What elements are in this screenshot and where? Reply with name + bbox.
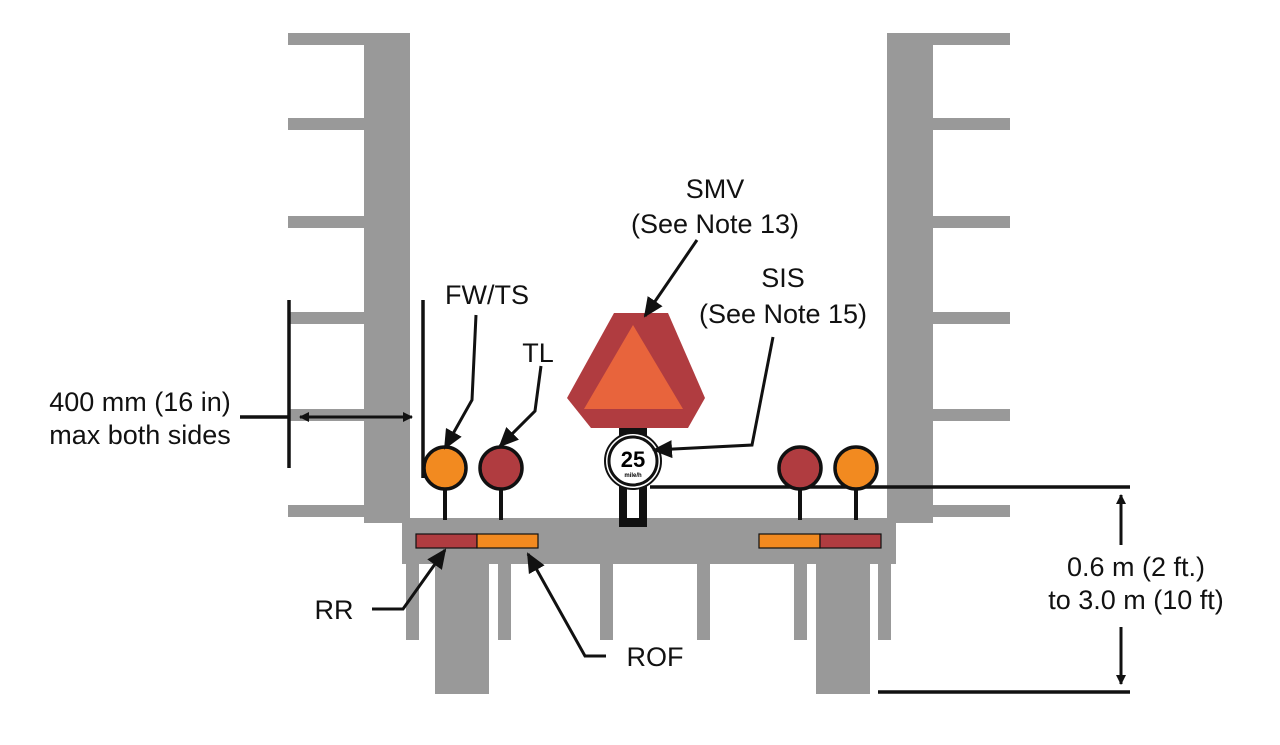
smv-note-label: (See Note 13) xyxy=(631,209,799,239)
rof-label: ROF xyxy=(627,642,684,672)
left-tower-arm xyxy=(288,409,368,421)
smv-label: SMV xyxy=(686,174,745,204)
sis-leader-arrow xyxy=(652,336,775,459)
lamp-stems xyxy=(443,488,858,520)
left-tower xyxy=(288,33,410,523)
tl-label: TL xyxy=(522,338,554,368)
sis-note-label: (See Note 15) xyxy=(699,299,867,329)
left-rr-reflector xyxy=(415,533,478,549)
leader-arrows xyxy=(372,239,775,658)
tine xyxy=(878,562,891,640)
right-tower-arm xyxy=(930,118,1010,130)
right-tower-arm xyxy=(930,33,1010,45)
left-wheel-leg xyxy=(435,562,489,694)
fw-ts-label: FW/TS xyxy=(445,280,529,310)
speed-identification-sign: 25 mile/h xyxy=(604,432,662,490)
left-tower-arm xyxy=(288,312,368,324)
right-tl-lamp xyxy=(777,445,823,491)
legs xyxy=(406,562,891,694)
width-dimension xyxy=(240,300,425,478)
right-fw-ts-lamp xyxy=(833,445,879,491)
height-range-label-line2: to 3.0 m (10 ft) xyxy=(1048,585,1224,615)
left-tower-arm xyxy=(288,118,368,130)
tine xyxy=(498,562,511,640)
tine xyxy=(406,562,419,640)
tine xyxy=(794,562,807,640)
smv-emblem-center xyxy=(584,325,683,409)
width-limit-label-line1: 400 mm (16 in) xyxy=(49,387,231,417)
sis-label: SIS xyxy=(761,263,805,293)
right-wheel-leg xyxy=(816,562,870,694)
fw-ts-leader-arrow xyxy=(443,314,478,450)
smv-emblem xyxy=(567,313,705,428)
left-tl-lamp xyxy=(478,445,524,491)
tine xyxy=(697,562,710,640)
left-fw-ts-lamp xyxy=(422,445,468,491)
sis-speed-unit: mile/h xyxy=(624,473,642,479)
sis-speed-value: 25 xyxy=(621,447,645,472)
smv-leader-arrow xyxy=(643,239,699,318)
width-limit-label-line2: max both sides xyxy=(49,420,231,450)
right-rof-reflector xyxy=(758,533,821,549)
left-rof-reflector xyxy=(476,533,539,549)
right-tower-arm xyxy=(930,409,1010,421)
left-tower-arm xyxy=(288,505,368,517)
labels: SMV (See Note 13) SIS (See Note 15) FW/T… xyxy=(49,174,1224,672)
right-tower-arm xyxy=(930,312,1010,324)
rr-leader-arrow xyxy=(372,548,447,611)
right-tower-arm xyxy=(930,505,1010,517)
height-range-label-line1: 0.6 m (2 ft.) xyxy=(1067,552,1205,582)
reflectors xyxy=(415,533,882,549)
left-tower-arm xyxy=(288,216,368,228)
right-tower-post xyxy=(887,33,933,523)
right-rr-reflector xyxy=(819,533,882,549)
sign-post-slot xyxy=(627,484,639,518)
right-tower-arm xyxy=(930,216,1010,228)
left-tower-arm xyxy=(288,33,368,45)
tine xyxy=(600,562,613,640)
left-tower-post xyxy=(364,33,410,523)
tl-leader-arrow xyxy=(498,365,543,448)
rr-label: RR xyxy=(315,595,354,625)
rof-leader-arrow xyxy=(526,552,606,658)
sis-inner-ring xyxy=(607,435,659,487)
right-tower xyxy=(887,33,1010,523)
